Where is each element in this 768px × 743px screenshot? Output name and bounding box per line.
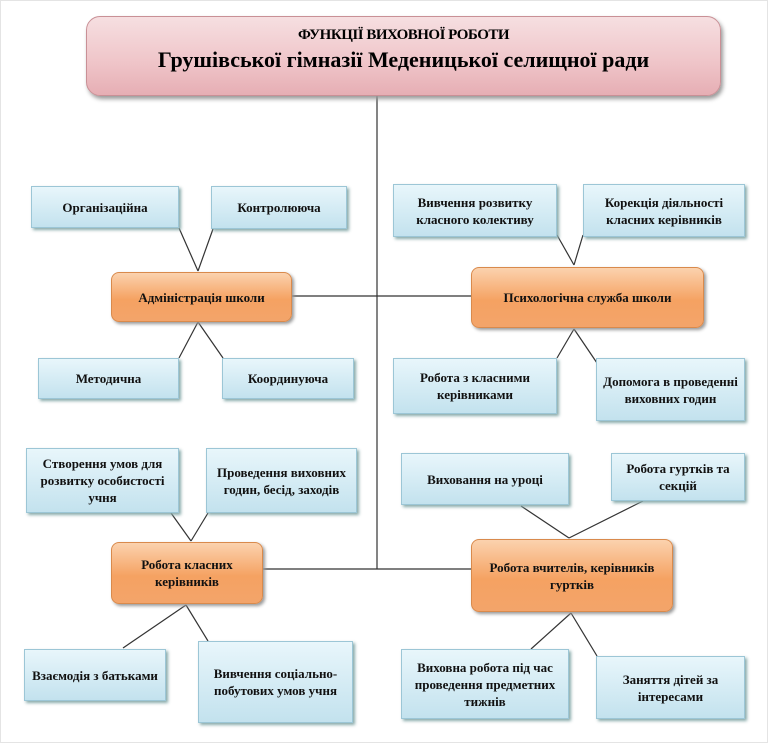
node-method: Методична — [38, 358, 179, 399]
node-conditions: Створення умов для розвитку особистості … — [26, 448, 179, 513]
node-interests: Заняття дітей за інтересами — [596, 656, 745, 719]
node-work-class: Робота з класними керівниками — [393, 358, 557, 414]
node-clubs: Робота гуртків та секцій — [611, 453, 745, 501]
node-social: Вивчення соціально-побутових умов учня — [198, 641, 353, 723]
node-org: Організаційна — [31, 186, 179, 228]
node-coord: Координуюча — [222, 358, 354, 399]
title-line2: Грушівської гімназії Медeницької селищно… — [157, 47, 650, 72]
node-control: Контролююча — [211, 186, 347, 229]
node-admin: Адміністрація школи — [111, 272, 292, 322]
node-conduct: Проведення виховних годин, бесід, заході… — [206, 448, 357, 513]
node-class: Робота класних керівників — [111, 542, 263, 604]
node-lesson: Виховання на уроці — [401, 453, 569, 505]
title-line1: ФУНКЦІЇ ВИХОВНОЇ РОБОТИ — [297, 27, 510, 43]
node-subject-weeks: Виховна робота під час проведення предме… — [401, 649, 569, 719]
node-help-hours: Допомога в проведенні виховних годин — [596, 358, 745, 421]
node-parents: Взаємодія з батьками — [24, 649, 166, 701]
node-teachers: Робота вчителів, керівників гуртків — [471, 539, 673, 612]
node-study-collective: Вивчення розвитку класного колективу — [393, 184, 557, 237]
node-psych: Психологічна служба школи — [471, 267, 704, 328]
node-correction: Корекція діяльності класних керівників — [583, 184, 745, 237]
diagram-title: ФУНКЦІЇ ВИХОВНОЇ РОБОТИ Грушівської гімн… — [86, 16, 721, 96]
